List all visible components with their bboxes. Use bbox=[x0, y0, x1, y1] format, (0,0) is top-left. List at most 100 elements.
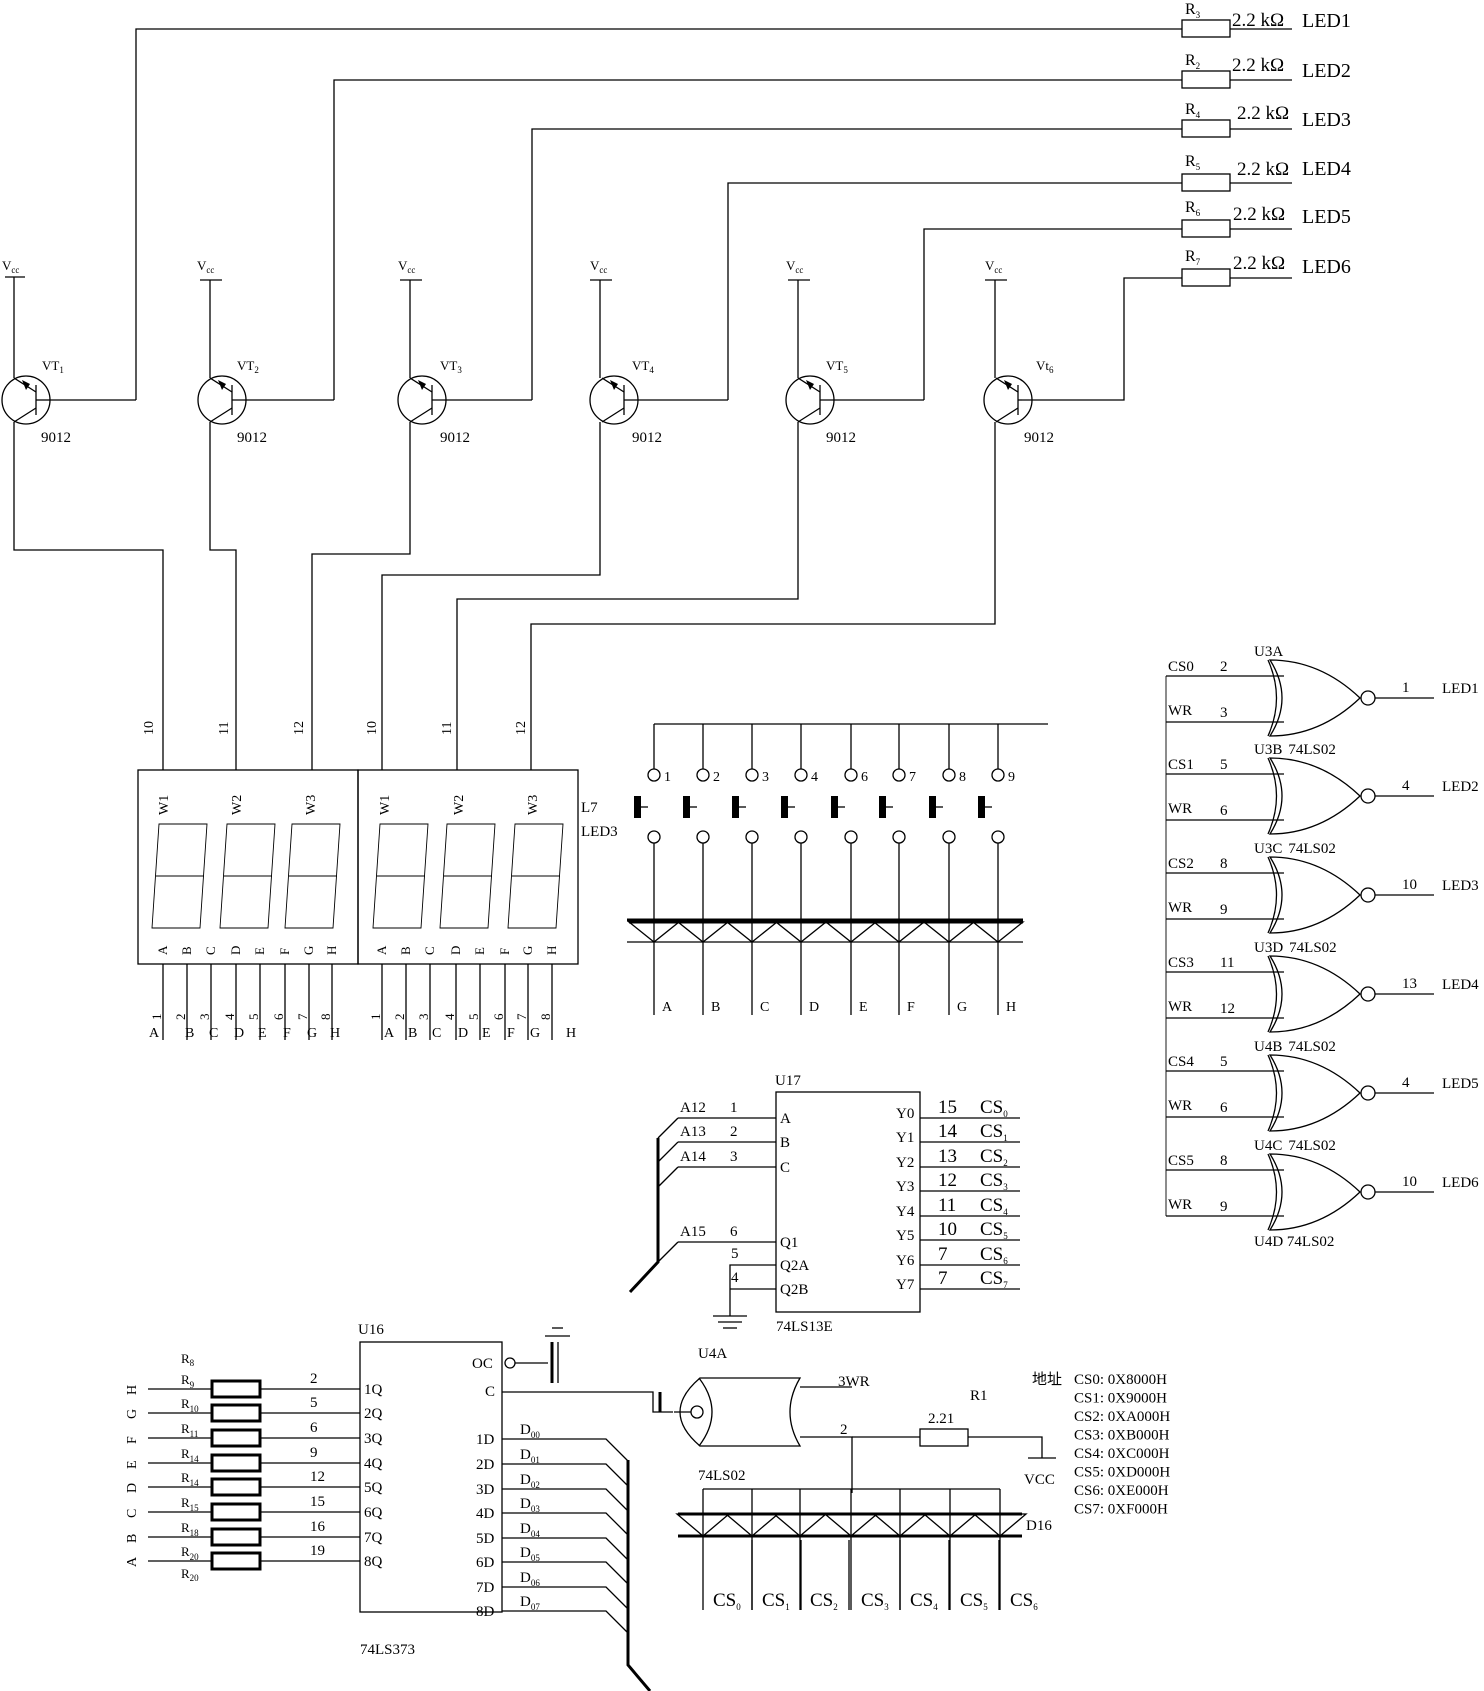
svg-text:12: 12 bbox=[1220, 1001, 1235, 1017]
svg-text:6: 6 bbox=[1220, 1100, 1228, 1116]
svg-text:W1: W1 bbox=[378, 795, 393, 815]
svg-text:1: 1 bbox=[1402, 680, 1410, 696]
bus-label: E bbox=[482, 1026, 491, 1041]
key-number: 4 bbox=[811, 770, 818, 785]
svg-text:C: C bbox=[780, 1160, 790, 1176]
svg-text:7D: 7D bbox=[476, 1580, 495, 1596]
svg-text:G: G bbox=[125, 1409, 140, 1419]
svg-text:2: 2 bbox=[173, 1014, 188, 1021]
svg-text:R11: R11 bbox=[181, 1421, 198, 1439]
svg-text:VT1: VT1 bbox=[42, 358, 64, 375]
key-switch[interactable]: 6E bbox=[824, 724, 878, 1015]
key-number: 3 bbox=[762, 770, 769, 785]
svg-text:6: 6 bbox=[310, 1420, 318, 1436]
svg-text:VT2: VT2 bbox=[237, 358, 259, 375]
cs-diode: CS3 bbox=[823, 1489, 901, 1612]
svg-text:R3: R3 bbox=[1185, 1, 1201, 20]
resistor-value: 2.2 kΩ bbox=[1233, 253, 1285, 274]
svg-text:10: 10 bbox=[142, 721, 157, 735]
svg-text:CS4: CS4 bbox=[980, 1195, 1008, 1217]
svg-text:D04: D04 bbox=[520, 1521, 540, 1539]
svg-text:6: 6 bbox=[491, 1013, 506, 1020]
svg-text:R14: R14 bbox=[181, 1470, 199, 1488]
key-number: 9 bbox=[1008, 770, 1015, 785]
svg-text:B: B bbox=[125, 1534, 140, 1543]
bus-label: B bbox=[408, 1026, 417, 1041]
key-switch[interactable]: 8G bbox=[922, 724, 976, 1015]
svg-text:Y5: Y5 bbox=[896, 1228, 914, 1244]
svg-text:Vcc: Vcc bbox=[197, 258, 214, 275]
svg-text:12: 12 bbox=[938, 1170, 957, 1191]
svg-text:R8: R8 bbox=[181, 1351, 195, 1368]
bus-label: B bbox=[185, 1026, 194, 1041]
svg-text:CS4: CS4 bbox=[910, 1590, 938, 1612]
bus-label: H bbox=[330, 1026, 340, 1041]
svg-text:U4A: U4A bbox=[698, 1346, 727, 1362]
resistor-row-5: R6 2.2 kΩ LED5 bbox=[923, 199, 1351, 400]
svg-text:WR: WR bbox=[1168, 801, 1192, 817]
svg-text:5: 5 bbox=[466, 1014, 481, 1021]
svg-text:13: 13 bbox=[1402, 976, 1417, 992]
decoder-name: U17 bbox=[775, 1073, 801, 1089]
svg-text:8: 8 bbox=[1220, 856, 1228, 872]
svg-text:5D: 5D bbox=[476, 1531, 495, 1547]
svg-text:D05: D05 bbox=[520, 1545, 540, 1563]
svg-text:CS1: CS1 bbox=[1168, 757, 1194, 773]
svg-text:14: 14 bbox=[938, 1121, 958, 1142]
key-line-label: A bbox=[662, 1000, 673, 1015]
svg-text:C: C bbox=[485, 1384, 495, 1400]
resistor-value: 2.2 kΩ bbox=[1237, 159, 1289, 180]
svg-text:4D: 4D bbox=[476, 1506, 495, 1522]
address-heading: 地址 bbox=[1032, 1371, 1062, 1388]
key-switch[interactable]: 7F bbox=[872, 724, 926, 1015]
svg-text:D: D bbox=[448, 946, 463, 955]
bus-label: H bbox=[566, 1026, 576, 1041]
svg-text:R1: R1 bbox=[970, 1388, 988, 1404]
led-driver-section: R3 2.2 kΩ LED1 R2 2.2 kΩ LED2 R4 2.2 kΩ … bbox=[1, 1, 1351, 770]
address-entry: CS7: 0XF000H bbox=[1074, 1502, 1168, 1518]
svg-text:Y0: Y0 bbox=[896, 1106, 914, 1122]
svg-text:C: C bbox=[203, 946, 218, 955]
svg-text:D06: D06 bbox=[520, 1570, 540, 1588]
latch-input: 7D D06 bbox=[476, 1570, 629, 1610]
svg-text:CS2: CS2 bbox=[1168, 856, 1194, 872]
key-switch[interactable]: 1A bbox=[627, 724, 681, 1015]
display-side-label: L7 bbox=[581, 800, 598, 816]
gate-output-label: LED4 bbox=[1442, 977, 1479, 993]
key-line-label: B bbox=[711, 1000, 720, 1015]
key-switch[interactable]: 3C bbox=[725, 724, 779, 1015]
svg-text:6: 6 bbox=[271, 1013, 286, 1020]
gate-output-label: LED5 bbox=[1442, 1076, 1479, 1092]
key-line-label: H bbox=[1006, 1000, 1016, 1015]
svg-text:U3A: U3A bbox=[1254, 644, 1283, 660]
bus-label: A bbox=[149, 1026, 160, 1041]
led-label: LED3 bbox=[1302, 109, 1351, 131]
key-switch[interactable]: 9H bbox=[971, 724, 1025, 1015]
key-switch[interactable]: 4D bbox=[774, 724, 828, 1015]
svg-text:Vcc: Vcc bbox=[590, 258, 607, 275]
svg-text:11: 11 bbox=[440, 722, 455, 735]
key-switch[interactable]: 2B bbox=[676, 724, 730, 1015]
svg-text:CS1: CS1 bbox=[762, 1590, 790, 1612]
bus-label: D bbox=[458, 1026, 468, 1041]
svg-text:Q1: Q1 bbox=[780, 1235, 798, 1251]
transistor-part: 9012 bbox=[237, 430, 267, 446]
svg-text:1Q: 1Q bbox=[364, 1382, 383, 1398]
resistor-value: 2.2 kΩ bbox=[1232, 55, 1284, 76]
